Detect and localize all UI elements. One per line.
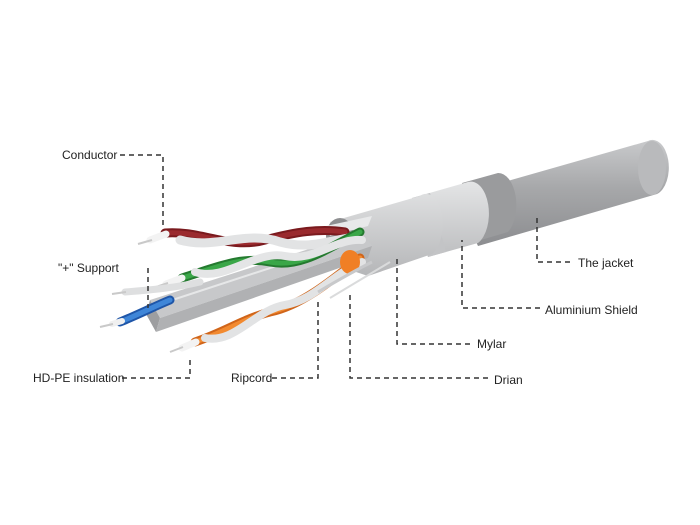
label-hdpe-insulation: HD-PE insulation bbox=[33, 371, 125, 385]
leader-shield bbox=[461, 240, 540, 309]
white-strand bbox=[111, 278, 204, 296]
jacket bbox=[455, 139, 669, 246]
leader-hdpe bbox=[122, 356, 191, 379]
leader-drian bbox=[349, 292, 488, 379]
brown-pair bbox=[137, 225, 355, 250]
label-support: "+" Support bbox=[58, 261, 119, 275]
blue-pair bbox=[99, 295, 175, 328]
label-drian: Drian bbox=[494, 373, 523, 387]
ripcord-and-drain bbox=[317, 260, 391, 299]
label-aluminium-shield: Aluminium Shield bbox=[545, 303, 638, 317]
leader-mylar bbox=[396, 258, 470, 345]
leader-jacket bbox=[536, 218, 570, 263]
leader-conductor bbox=[120, 154, 164, 226]
label-conductor: Conductor bbox=[62, 148, 118, 162]
leader-ripcord bbox=[272, 300, 319, 379]
orange-pair bbox=[169, 250, 366, 353]
jacket-end bbox=[638, 141, 666, 195]
label-mylar: Mylar bbox=[477, 337, 507, 351]
label-ripcord: Ripcord bbox=[231, 371, 273, 385]
leader-lines bbox=[120, 154, 570, 379]
label-jacket: The jacket bbox=[578, 256, 634, 270]
